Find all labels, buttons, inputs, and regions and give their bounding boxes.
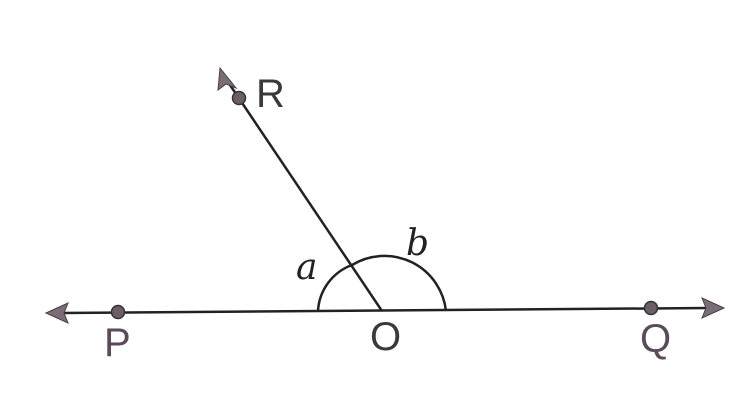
arrowhead-left-icon (44, 302, 69, 324)
point-p-dot (110, 304, 126, 320)
arrowhead-ray-icon (217, 66, 238, 92)
label-o: O (370, 315, 401, 359)
label-q: Q (640, 317, 671, 361)
ray-or (226, 81, 384, 312)
arc-angle-b (351, 254, 448, 312)
arrowhead-right-icon (701, 297, 726, 319)
line-pq (61, 306, 709, 315)
point-q-dot (643, 300, 659, 316)
label-angle-a: a (296, 247, 317, 288)
label-angle-b: b (406, 223, 429, 264)
point-r-dot (231, 90, 247, 106)
label-r: R (256, 72, 285, 116)
arc-angle-a (316, 263, 353, 312)
label-p: P (104, 321, 131, 365)
